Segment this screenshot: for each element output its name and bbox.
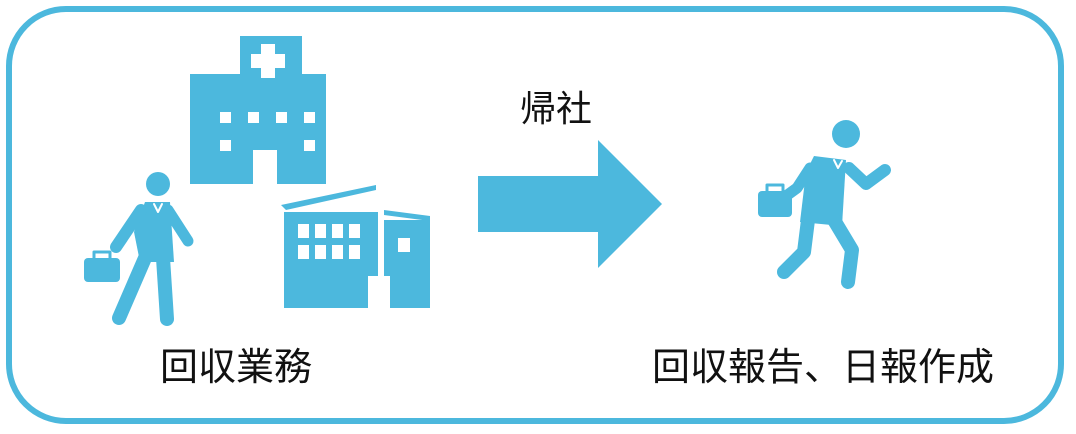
return-label: 帰社 bbox=[520, 89, 593, 130]
right-arrow-icon bbox=[478, 140, 662, 268]
report-creation-label: 回収報告、日報作成 bbox=[652, 345, 995, 389]
running-businessman-icon bbox=[758, 120, 891, 289]
hospital-building-icon bbox=[190, 36, 326, 184]
factory-building-icon bbox=[281, 185, 430, 308]
walking-businessman-icon bbox=[84, 172, 194, 326]
collection-work-label: 回収業務 bbox=[160, 345, 313, 389]
